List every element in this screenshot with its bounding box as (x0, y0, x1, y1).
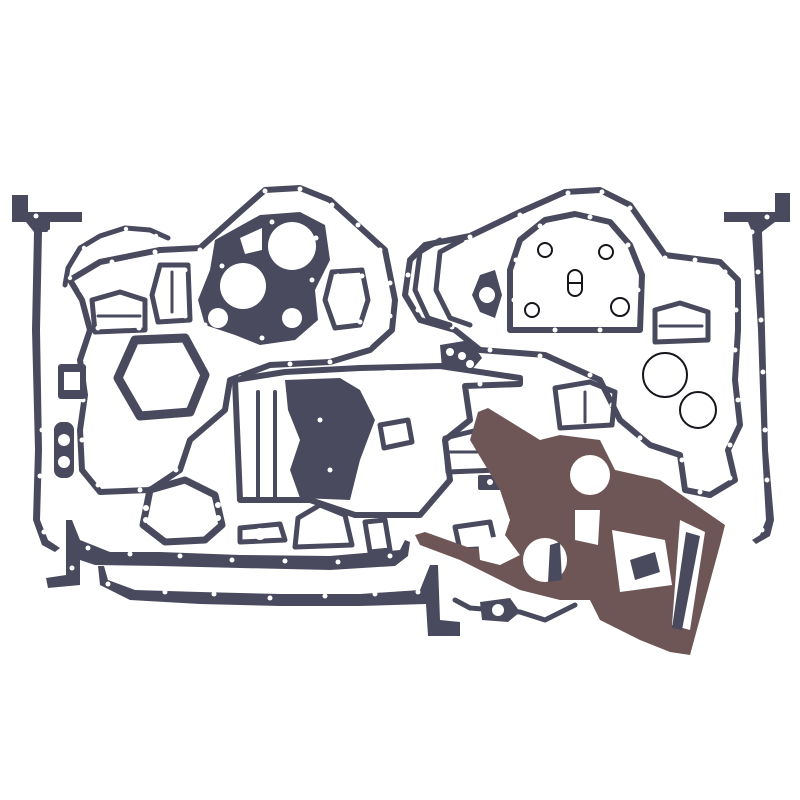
small-curved-strip-gasket (62, 225, 171, 288)
o-ring-small-4 (610, 297, 630, 317)
hexagonal-gasket-small (322, 267, 371, 331)
o-ring-small-2 (598, 244, 614, 260)
water-pump-gasket (198, 212, 330, 345)
cork-front-cover-gasket (415, 408, 725, 655)
right-timing-cover-gasket (402, 187, 743, 498)
round-flange-gasket (139, 476, 226, 546)
hexagon-ring-gasket (113, 333, 210, 421)
oil-pan-strip-upper (46, 520, 410, 588)
triple-hole-gasket (440, 340, 482, 372)
o-ring-small-1 (537, 242, 553, 258)
oval-gasket-bottom-2 (362, 517, 393, 555)
center-front-plate-gasket (232, 363, 523, 518)
rectangular-gasket-right (652, 300, 711, 345)
rectangular-gasket-2 (149, 262, 193, 325)
oval-flange-gasket-right (472, 270, 502, 318)
rect-gasket-mid-right (552, 379, 618, 431)
o-ring-small-3 (524, 302, 540, 318)
trapezoid-gasket-bottom (292, 502, 355, 550)
o-ring-large-1 (642, 352, 688, 398)
oil-pan-strip-lower (98, 565, 460, 636)
rectangular-gasket-1 (89, 289, 148, 335)
oval-gasket-bottom-1 (237, 521, 288, 545)
o-ring-large-2 (679, 391, 717, 429)
left-side-strip-gasket (12, 195, 82, 552)
small-square-gasket (58, 364, 86, 399)
d-shaped-cover-gasket (507, 211, 645, 333)
nested-arc-strips (412, 237, 473, 328)
small-oval-gasket-left (54, 422, 74, 478)
right-side-strip-gasket (724, 193, 790, 544)
bottom-small-gasket (452, 597, 578, 623)
